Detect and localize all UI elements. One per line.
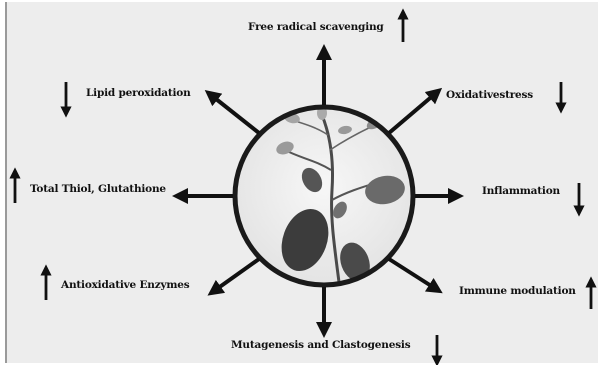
label-oxidative-stress: Oxidativestress: [446, 89, 533, 101]
arrow-to-lipid-peroxidation: [211, 95, 259, 133]
label-free-radical-scavenging: Free radical scavenging: [248, 21, 384, 33]
label-immune-modulation: Immune modulation: [459, 285, 576, 297]
label-total-thiol: Total Thiol, Glutathione: [30, 183, 166, 195]
arrow-to-oxidative-stress: [389, 93, 436, 133]
arrow-to-immune-modulation: [389, 259, 436, 289]
label-inflammation: Inflammation: [482, 185, 560, 197]
arrow-to-antioxidative-enzymes: [214, 259, 259, 291]
label-lipid-peroxidation: Lipid peroxidation: [86, 87, 191, 99]
label-mutagenesis: Mutagenesis and Clastogenesis: [231, 339, 410, 351]
plant-photo-icon: [235, 106, 413, 290]
label-antioxidative-enzymes: Antioxidative Enzymes: [61, 279, 190, 291]
